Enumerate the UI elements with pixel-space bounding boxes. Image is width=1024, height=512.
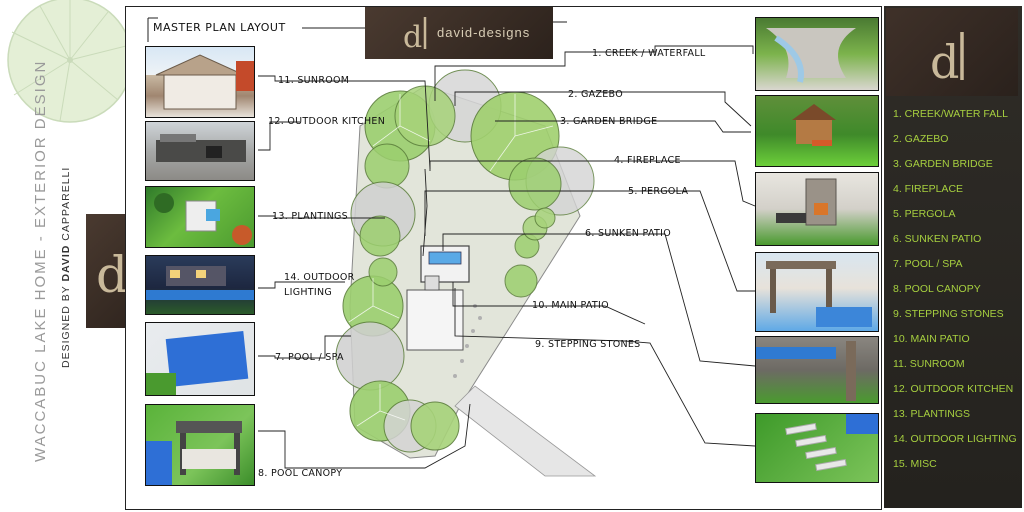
callout-11: 11. SUNROOM	[278, 75, 350, 86]
thumb-sunroom	[145, 46, 255, 118]
legend-item-15: 15. MISC	[893, 458, 937, 470]
legend-item-1: 1. CREEK/WATER FALL	[893, 108, 1008, 120]
svg-text:d: d	[403, 20, 422, 55]
designer-credit-name: DAVID	[60, 244, 72, 282]
legend-item-7: 7. POOL / SPA	[893, 258, 963, 270]
legend-item-4: 4. FIREPLACE	[893, 183, 964, 195]
callout-4: 4. FIREPLACE	[614, 155, 681, 166]
svg-text:d: d	[96, 246, 128, 304]
legend-item-6: 6. SUNKEN PATIO	[893, 233, 982, 245]
legend-item-13: 13. PLANTINGS	[893, 408, 971, 420]
thumb-pool-spa	[145, 322, 255, 396]
thumb-main-patio	[755, 336, 879, 404]
thumb-stepping-stones	[755, 413, 879, 483]
callout-12: 12. OUTDOOR KITCHEN	[268, 116, 386, 127]
top-logo-banner: d david-designs	[365, 7, 553, 59]
panel-logo: d	[886, 8, 1018, 96]
dd-monogram-icon: d	[403, 17, 427, 55]
site-plan-drawing	[258, 45, 756, 477]
svg-text:d: d	[930, 35, 959, 89]
thumb-pergola	[755, 252, 879, 332]
logo-text: david-designs	[437, 25, 531, 40]
callout-1: 1. CREEK / WATERFALL	[592, 48, 706, 59]
thumb-pool-canopy	[145, 404, 255, 486]
callout-13: 13. PLANTINGS	[272, 211, 348, 222]
legend-item-2: 2. GAZEBO	[893, 133, 949, 145]
dd-monogram-icon: d	[930, 32, 964, 89]
callout-9: 9. STEPPING STONES	[535, 339, 641, 350]
callout-2: 2. GAZEBO	[568, 89, 623, 100]
project-vertical-title: WACCABUC LAKE HOME - EXTERIOR DESIGN	[32, 59, 49, 462]
callout-3: 3. GARDEN BRIDGE	[560, 116, 658, 127]
legend-item-12: 12. OUTDOOR KITCHEN	[893, 383, 1014, 395]
designer-credit: DESIGNED BY DAVID CAPPARELLI	[60, 167, 72, 368]
legend-item-14: 14. OUTDOOR LIGHTING	[893, 433, 1017, 445]
thumb-fireplace	[755, 172, 879, 246]
callout-6: 6. SUNKEN PATIO	[585, 228, 671, 239]
legend-item-9: 9. STEPPING STONES	[893, 308, 1004, 320]
callout-5: 5. PERGOLA	[628, 186, 689, 197]
thumb-creek-waterfall	[755, 17, 879, 91]
title-leader-lines	[147, 17, 370, 42]
legend-item-3: 3. GARDEN BRIDGE	[893, 158, 993, 170]
thumb-plantings	[145, 186, 255, 248]
legend-item-11: 11. SUNROOM	[893, 358, 965, 370]
callout-8: 8. POOL CANOPY	[258, 468, 343, 479]
designer-credit-surname: CAPPARELLI	[60, 166, 72, 245]
callout-14-line1: 14. OUTDOOR	[284, 272, 355, 283]
board-title: MASTER PLAN LAYOUT	[153, 21, 286, 34]
designer-credit-prefix: DESIGNED BY	[60, 281, 72, 368]
legend-item-8: 8. POOL CANOPY	[893, 283, 981, 295]
callout-7: 7. POOL / SPA	[275, 352, 344, 363]
callout-10: 10. MAIN PATIO	[532, 300, 609, 311]
thumb-outdoor-kitchen	[145, 121, 255, 181]
logo-leader	[553, 21, 567, 23]
legend-item-10: 10. MAIN PATIO	[893, 333, 970, 345]
callout-14-line2: LIGHTING	[284, 287, 333, 298]
thumb-outdoor-lighting	[145, 255, 255, 315]
thumb-gazebo	[755, 95, 879, 167]
umbrella-tree-icon	[7, 0, 133, 123]
legend-item-5: 5. PERGOLA	[893, 208, 956, 220]
